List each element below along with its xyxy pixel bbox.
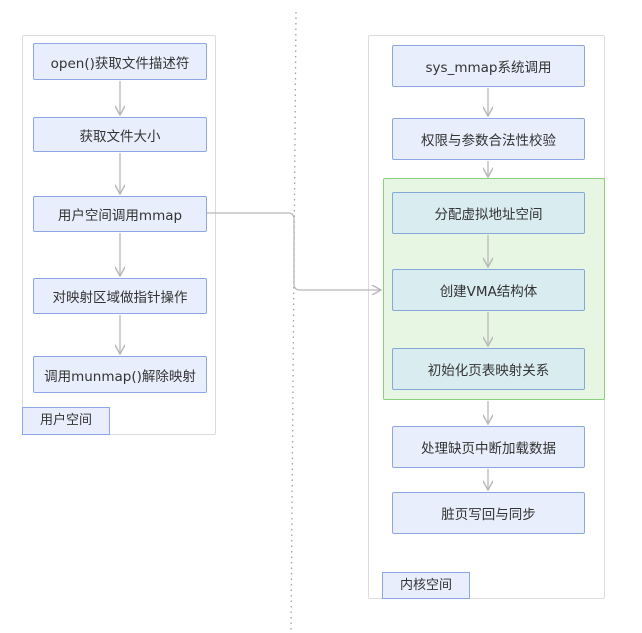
space-divider bbox=[290, 11, 297, 633]
user-step-munmap: 调用munmap()解除映射 bbox=[33, 356, 207, 393]
user-step-call-mmap: 用户空间调用mmap bbox=[33, 196, 207, 232]
kernel-space-label: 内核空间 bbox=[382, 572, 470, 599]
user-step-open: open()获取文件描述符 bbox=[33, 43, 207, 80]
kernel-step-alloc-vaddr: 分配虚拟地址空间 bbox=[392, 192, 585, 234]
user-space-label: 用户空间 bbox=[22, 407, 110, 435]
arrow-mmap-to-kernel bbox=[207, 212, 381, 290]
kernel-step-writeback: 脏页写回与同步 bbox=[392, 492, 585, 534]
kernel-step-create-vma: 创建VMA结构体 bbox=[392, 269, 585, 311]
user-step-file-size: 获取文件大小 bbox=[33, 117, 207, 152]
kernel-step-sys-mmap: sys_mmap系统调用 bbox=[392, 45, 585, 87]
kernel-step-init-page-table: 初始化页表映射关系 bbox=[392, 348, 585, 390]
user-step-pointer-ops: 对映射区域做指针操作 bbox=[33, 278, 207, 314]
kernel-step-page-fault: 处理缺页中断加载数据 bbox=[392, 426, 585, 468]
kernel-step-validate: 权限与参数合法性校验 bbox=[392, 118, 585, 160]
